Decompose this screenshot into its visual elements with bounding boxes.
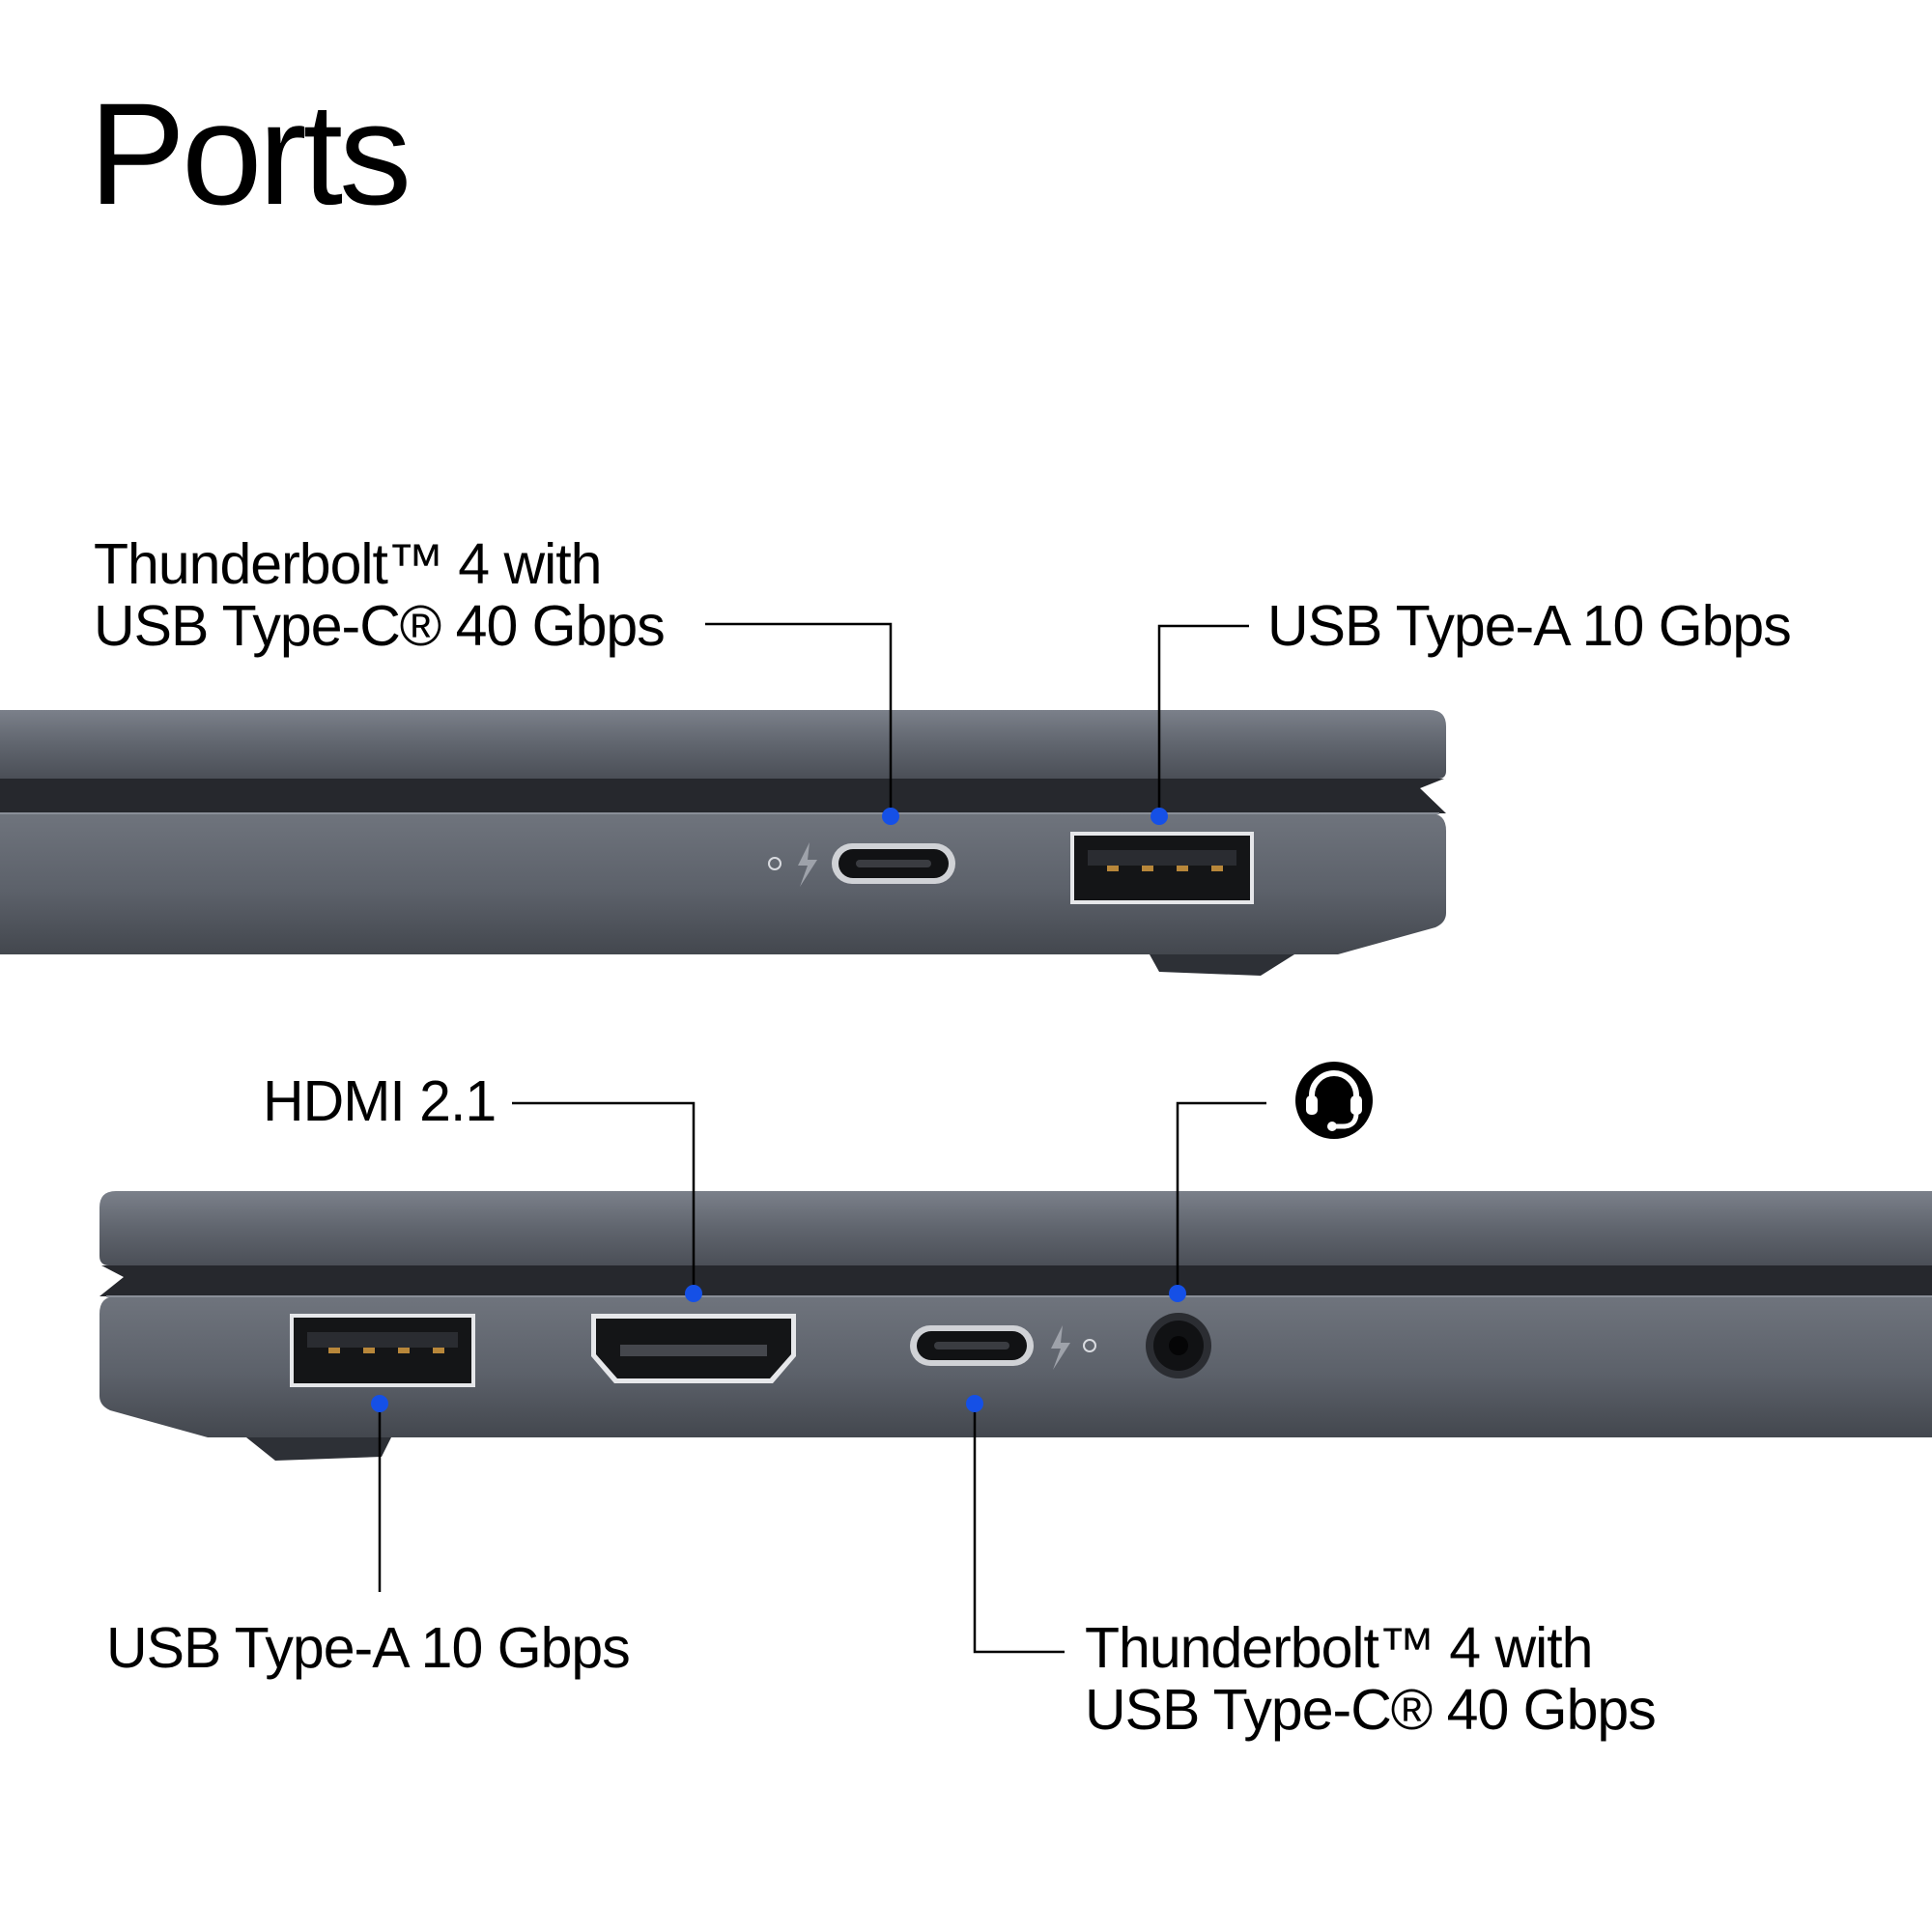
callout-dot [882,808,899,825]
usb-a-port [290,1314,475,1387]
callout-line: Thunderbolt™ 4 with [1085,1616,1593,1680]
usb-a-port [1070,832,1254,904]
led-indicator-icon [1083,1339,1096,1352]
callout-dot [685,1285,702,1302]
page-title: Ports [89,72,412,235]
callout-line: USB Type-C® 40 Gbps [1085,1678,1657,1742]
hdmi-port [591,1314,796,1383]
led-indicator-icon [768,857,781,870]
thunderbolt-icon [798,842,817,887]
callout-left-thunderbolt: Thunderbolt™ 4 with USB Type-C® 40 Gbps [1085,1616,1657,1742]
callout-dot [1169,1285,1186,1302]
thunderbolt-usb-c-port [832,843,955,884]
callout-line: USB Type-A 10 Gbps [106,1616,631,1680]
callout-line: HDMI 2.1 [263,1069,497,1133]
thunderbolt-icon [1051,1325,1070,1370]
callout-left-usb-a: USB Type-A 10 Gbps [106,1616,631,1680]
callout-dot [1151,808,1168,825]
callout-dot [371,1395,388,1412]
callout-line: USB Type-C® 40 Gbps [94,594,666,658]
headset-icon [1295,1062,1373,1139]
callout-left-hdmi: HDMI 2.1 [263,1069,497,1133]
callout-right-thunderbolt: Thunderbolt™ 4 with USB Type-C® 40 Gbps [94,532,666,658]
callout-dot [966,1395,983,1412]
laptop-right-side [0,622,1446,976]
thunderbolt-usb-c-port [910,1325,1034,1366]
callout-line: Thunderbolt™ 4 with [94,532,602,596]
callout-line: USB Type-A 10 Gbps [1267,594,1792,658]
laptop-left-side [99,1101,1932,1654]
audio-jack-port [1146,1313,1211,1378]
callout-right-usb-a: USB Type-A 10 Gbps [1267,594,1792,658]
